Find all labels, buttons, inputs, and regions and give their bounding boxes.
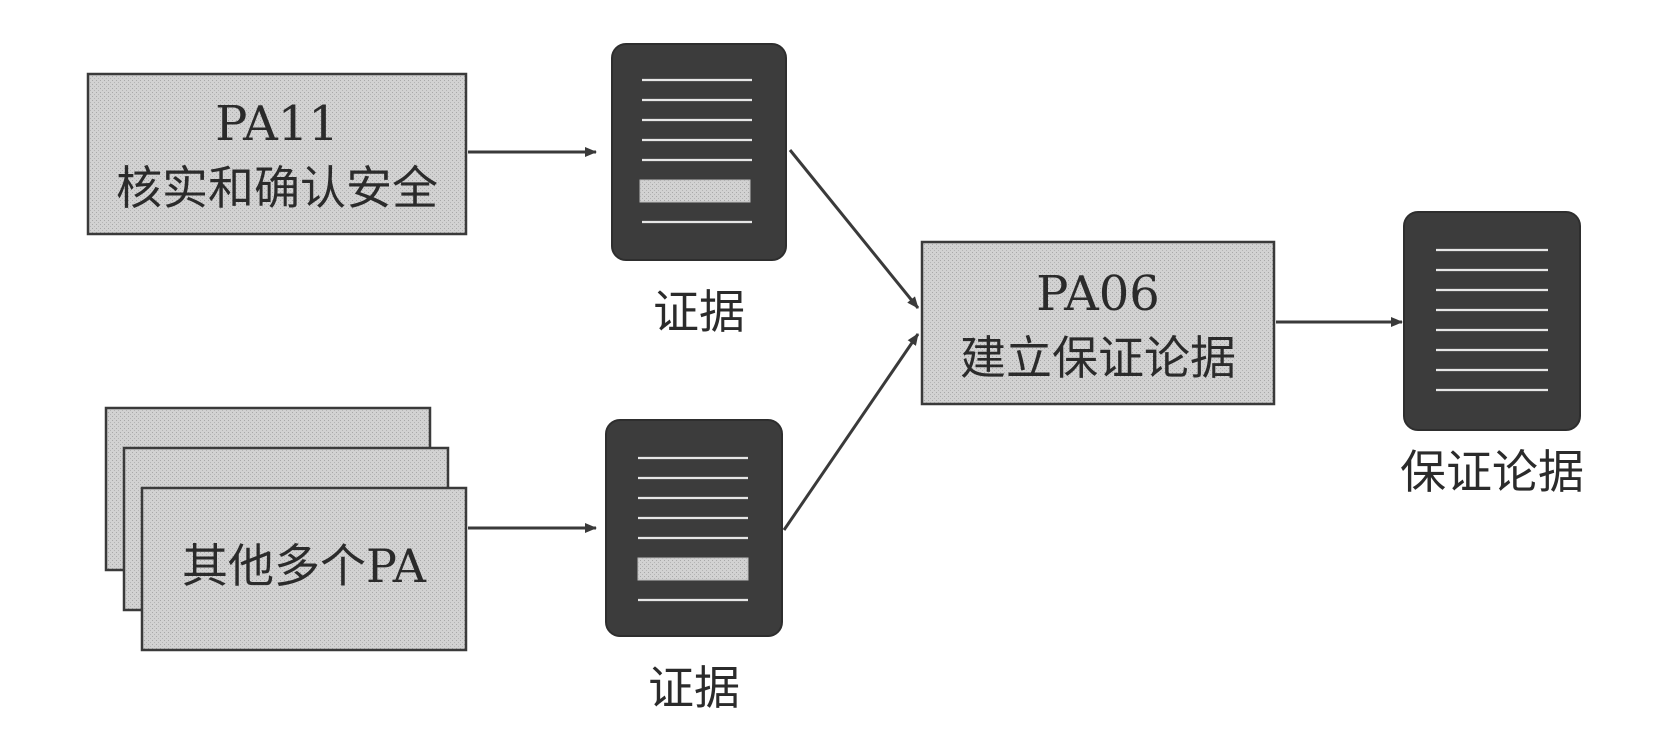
pa11-label: 核实和确认安全: [116, 161, 438, 215]
document-icon-assurance: [1403, 211, 1581, 431]
pa06-code: PA06: [1036, 266, 1160, 322]
arrow-evidence-bottom-to-pa06: [782, 333, 920, 531]
pa06-label: 建立保证论据: [960, 331, 1236, 385]
process-box-pa11: PA11 核实和确认安全: [86, 72, 468, 236]
others-label: 其他多个PA: [182, 539, 427, 593]
process-box-pa06: PA06 建立保证论据: [920, 240, 1276, 406]
process-box-stack-others: 其他多个PA: [104, 406, 468, 652]
evidence-bottom-caption: 证据: [648, 661, 740, 715]
document-icon-evidence-top: [611, 43, 787, 261]
connectors: [468, 147, 1403, 533]
arrow-evidence-top-to-pa06: [788, 149, 920, 309]
pa11-code: PA11: [215, 96, 339, 152]
evidence-top-caption: 证据: [653, 285, 745, 339]
assurance-caption: 保证论据: [1400, 445, 1584, 499]
stack-layer-front: [140, 486, 468, 652]
document-icon-evidence-bottom: [605, 419, 783, 637]
